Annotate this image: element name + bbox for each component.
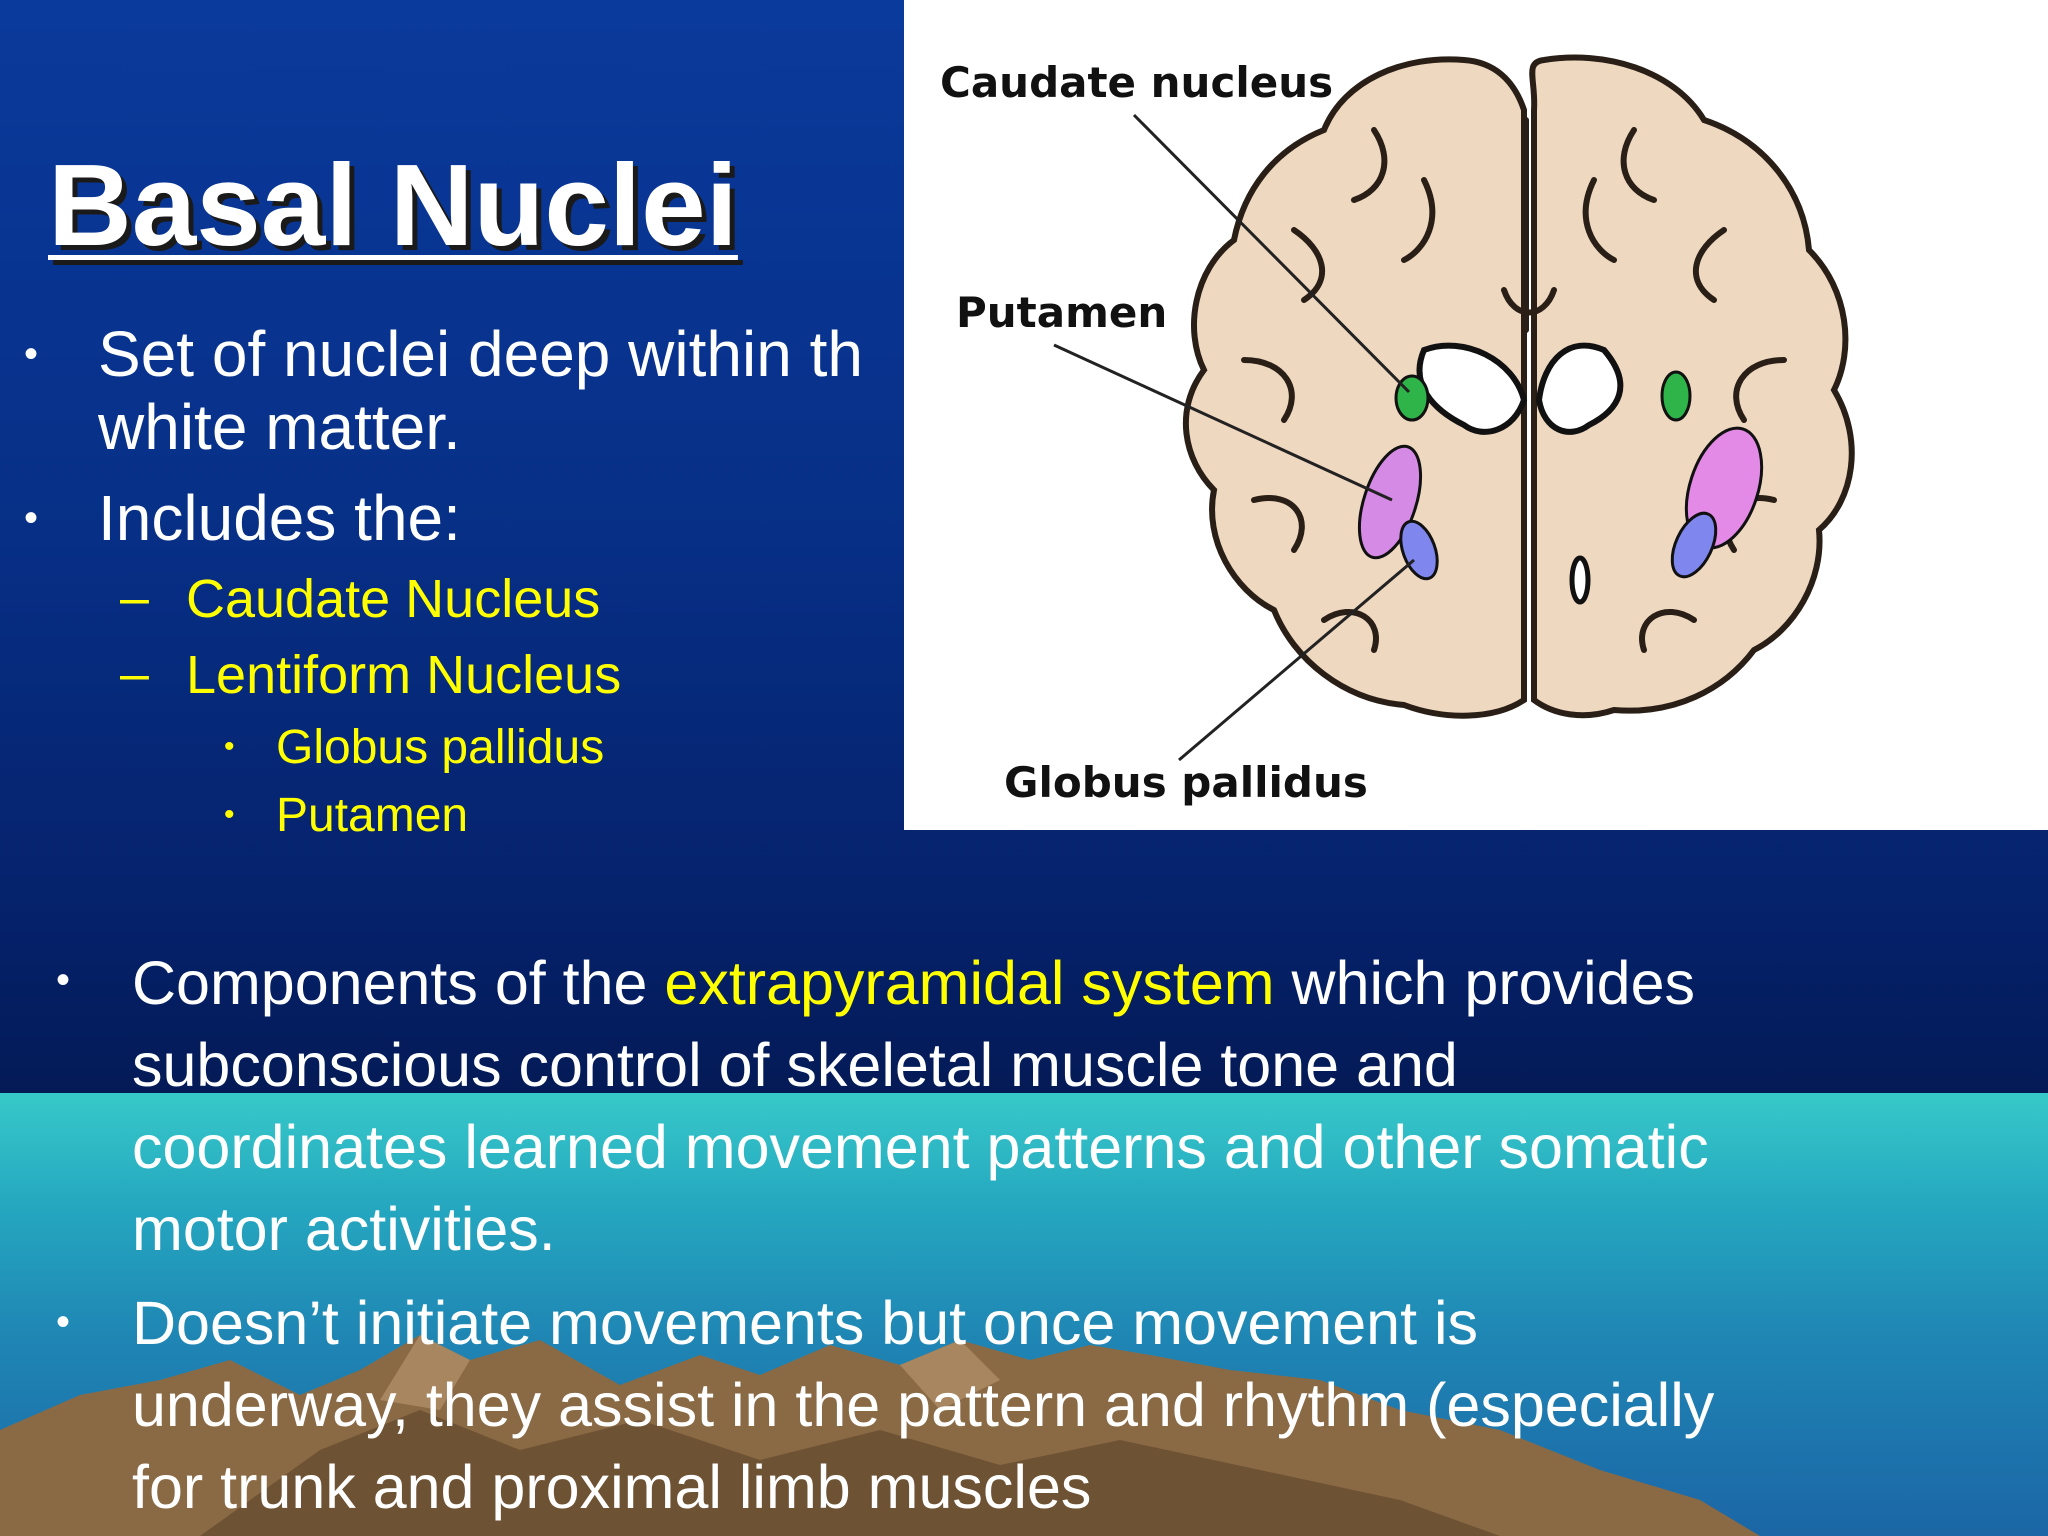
sub-bullet-dash: – — [120, 569, 149, 627]
brain-diagram: Caudate nucleus Putamen Globus pallidus — [904, 0, 2048, 830]
bullet-3-line-4: motor activities. — [132, 1195, 556, 1263]
leader-putamen — [1053, 343, 1393, 502]
sub-bullet-lentiform: Lentiform Nucleus — [186, 645, 622, 705]
leader-globus — [1178, 558, 1415, 762]
label-putamen: Putamen — [956, 288, 1168, 337]
right-hemisphere — [1529, 54, 1855, 719]
bullet-2: Includes the: — [98, 482, 461, 554]
leader-caudate — [1132, 113, 1411, 394]
bullet-3-line-3: coordinates learned movement patterns an… — [132, 1113, 1709, 1181]
right-lateral-ventricle — [1535, 342, 1624, 435]
bullet-3-highlight: extrapyramidal system — [664, 949, 1275, 1017]
bullet-marker: • — [56, 1300, 71, 1344]
sub-sub-bullet-putamen: Putamen — [276, 789, 469, 842]
sub-bullet-dash: – — [120, 645, 149, 703]
bullet-1-line-2: white matter. — [98, 391, 461, 463]
sub-bullet-caudate: Caudate Nucleus — [186, 569, 601, 629]
caudate-right — [1660, 370, 1692, 422]
brain-illustration — [1053, 54, 1855, 762]
sub-sub-bullet-globus: Globus pallidus — [276, 721, 605, 774]
label-globus-pallidus: Globus pallidus — [1004, 758, 1368, 807]
bullet-3-line-1: Components of the extrapyramidal system … — [132, 942, 1695, 1024]
bullet-marker: • — [24, 496, 39, 540]
bullet-3-line-2: subconscious control of skeletal muscle … — [132, 1031, 1458, 1099]
bullet-1-line-1: Set of nuclei deep within th — [98, 318, 863, 390]
slide-title: Basal Nuclei — [48, 140, 738, 270]
bullet-3-post: which provides — [1274, 949, 1695, 1017]
bullet-4-line-1: Doesn’t initiate movements but once move… — [132, 1289, 1479, 1357]
bullet-4-line-3: for trunk and proximal limb muscles — [132, 1453, 1092, 1521]
bullet-3-pre: Components of the — [132, 949, 665, 1017]
third-ventricle — [1569, 555, 1591, 605]
globus-right — [1670, 511, 1718, 579]
left-hemisphere — [1182, 56, 1527, 719]
bullet-4-line-2: underway, they assist in the pattern and… — [132, 1371, 1715, 1439]
mountain-background — [0, 1335, 1760, 1536]
bullet-marker: • — [24, 332, 39, 376]
bullet-marker: • — [56, 958, 71, 1002]
label-caudate-nucleus: Caudate nucleus — [940, 58, 1334, 107]
sub-sub-bullet-marker: • — [224, 798, 235, 831]
sub-sub-bullet-marker: • — [224, 730, 235, 763]
